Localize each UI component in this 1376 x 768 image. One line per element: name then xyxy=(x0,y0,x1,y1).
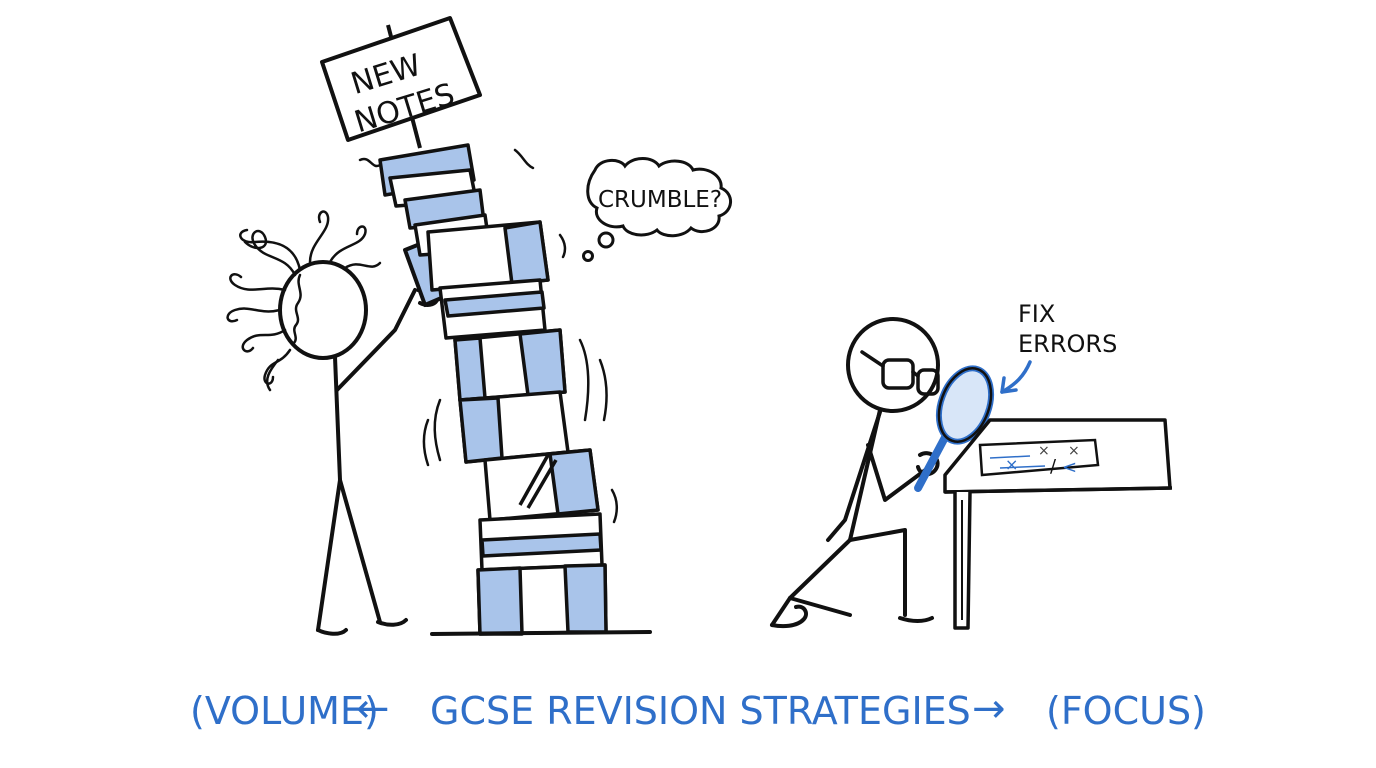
paper-mark-check: < xyxy=(1062,457,1077,478)
student-head xyxy=(278,260,368,360)
annotation-line-1: FIX xyxy=(1018,300,1055,328)
wobble-marks xyxy=(358,148,618,524)
new-notes-sign: NEW NOTES xyxy=(320,16,482,149)
student-leg-right xyxy=(338,478,382,624)
magnifier-icon xyxy=(914,365,995,492)
annotation-line-2: ERRORS xyxy=(1018,330,1117,358)
student-arm xyxy=(335,288,417,392)
glasses-icon xyxy=(860,350,940,396)
messy-hair xyxy=(226,210,382,392)
caption: (VOLUME) ← GCSE REVISION STRATEGIES → (F… xyxy=(190,686,1206,733)
paper-mark-cross-2: × xyxy=(1068,443,1080,459)
student-foot-left xyxy=(316,628,348,636)
thought-text: CRUMBLE? xyxy=(598,187,722,213)
paper-mark-slash: / xyxy=(1050,456,1057,477)
paper-mark-cross-3: × xyxy=(1005,455,1018,474)
focused-head xyxy=(846,317,940,413)
notes-tower xyxy=(378,143,608,636)
student-torso xyxy=(333,355,342,482)
paper-mark-cross-1: × xyxy=(1038,443,1050,459)
caption-focus: (FOCUS) xyxy=(1046,689,1206,733)
student-foot-right xyxy=(376,618,408,627)
focused-arm xyxy=(866,443,930,502)
caption-title: GCSE REVISION STRATEGIES xyxy=(430,689,971,733)
marked-paper: × × × / < xyxy=(978,438,1100,478)
ground-line xyxy=(430,630,652,636)
caption-left-arrow-icon: ← xyxy=(356,686,390,732)
student-leg-left xyxy=(316,478,342,632)
fix-errors-annotation: FIX ERRORS xyxy=(1000,300,1117,394)
annotation-arrow-icon xyxy=(1000,360,1032,394)
focused-student xyxy=(770,317,940,629)
thought-bubble: CRUMBLE? xyxy=(582,157,732,262)
stressed-student xyxy=(226,210,440,636)
focused-leg-front xyxy=(848,528,907,617)
caption-right-arrow-icon: → xyxy=(972,686,1006,732)
caption-volume: (VOLUME) xyxy=(190,689,379,733)
